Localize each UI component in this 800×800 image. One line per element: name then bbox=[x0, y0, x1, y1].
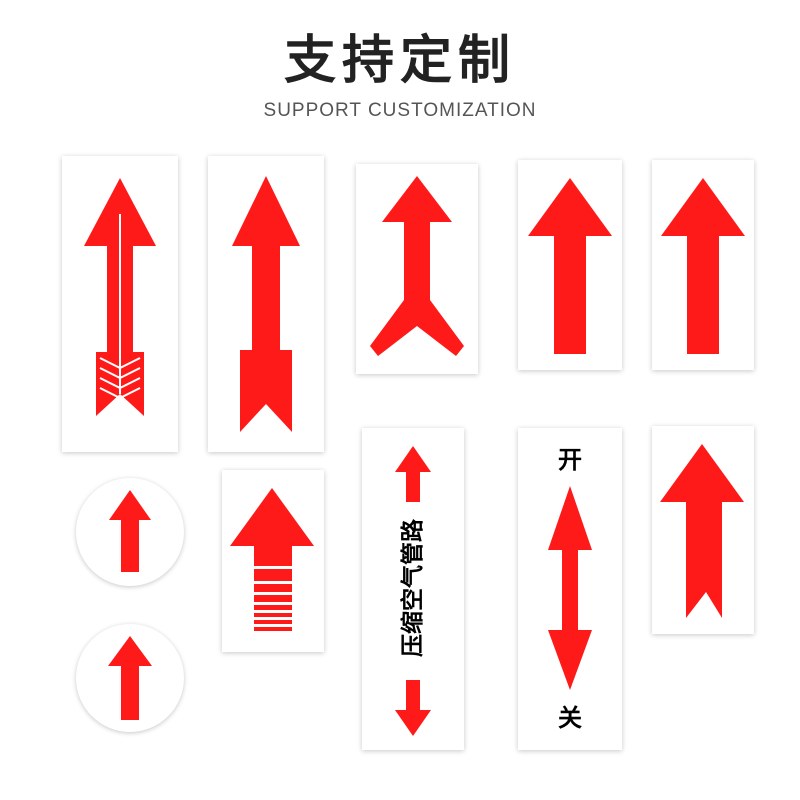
up-arrow-icon bbox=[108, 636, 152, 720]
sticker-card-flag-arrow bbox=[652, 426, 754, 634]
striped-arrow-icon bbox=[230, 488, 314, 631]
sticker-card-notched-arrow bbox=[208, 156, 324, 452]
up-arrow-icon bbox=[528, 178, 612, 354]
up-arrow-icon bbox=[109, 490, 151, 572]
up-arrow-icon bbox=[395, 446, 431, 472]
sticker-card-plain-arrow-1 bbox=[518, 160, 622, 370]
sticker-card-fletched-arrow bbox=[62, 156, 178, 452]
notched-arrow-icon bbox=[232, 176, 300, 432]
close-label: 关 bbox=[558, 704, 582, 732]
down-arrow-icon bbox=[548, 630, 592, 690]
page-title: 支持定制 bbox=[283, 31, 516, 91]
sticker-card-striped-arrow bbox=[222, 470, 324, 652]
sticker-card-open-close: 开 关 bbox=[518, 428, 622, 750]
sticker-card-plain-arrow-2 bbox=[652, 160, 754, 370]
page-subtitle: SUPPORT CUSTOMIZATION bbox=[263, 100, 537, 121]
sticker-card-pipe-label: 压缩空气管路 bbox=[362, 428, 464, 750]
sticker-card-y-arrow bbox=[356, 164, 478, 374]
open-label: 开 bbox=[558, 446, 582, 474]
pipe-label-text: 压缩空气管路 bbox=[399, 518, 426, 657]
up-arrow-icon bbox=[661, 178, 745, 354]
down-arrow-icon bbox=[395, 710, 431, 736]
sticker-circle-arrow-2 bbox=[76, 624, 184, 732]
flag-tail-arrow-icon bbox=[660, 444, 744, 618]
up-arrow-icon bbox=[548, 486, 592, 550]
sticker-circle-arrow-1 bbox=[76, 478, 184, 586]
y-tail-arrow-icon bbox=[370, 176, 464, 356]
pipe-label-arrows: 压缩空气管路 bbox=[395, 446, 431, 736]
fletched-arrow-icon bbox=[84, 178, 156, 416]
open-close-arrows: 开 关 bbox=[548, 446, 592, 732]
